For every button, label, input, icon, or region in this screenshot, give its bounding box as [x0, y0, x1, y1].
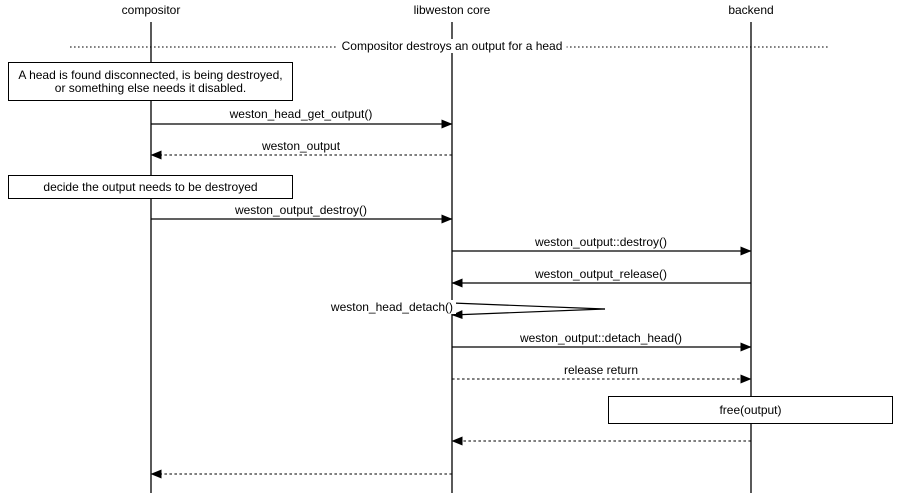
message-label-release-return: release return — [560, 363, 642, 377]
note-decide-destroy-text: decide the output needs to be destroyed — [43, 179, 258, 194]
message-label-weston-head-detach: weston_head_detach() — [292, 300, 456, 314]
message-arrows — [150, 119, 752, 479]
actor-label-compositor: compositor — [121, 3, 181, 17]
note-free-output: free(output) — [608, 396, 893, 424]
actor-label-backend: backend — [728, 3, 774, 17]
message-label-weston-output-destroy: weston_output_destroy() — [231, 203, 371, 217]
actor-label-libweston-core: libweston core — [413, 3, 491, 17]
message-label-weston-output-detach-head: weston_output::detach_head() — [516, 331, 686, 345]
message-label-weston-output-destroy-vfunc: weston_output::destroy() — [531, 235, 671, 249]
separator-title: Compositor destroys an output for a head — [337, 39, 567, 53]
note-head-disconnected-text: A head is found disconnected, is being d… — [18, 67, 283, 95]
arrow-weston-head-detach-self — [451, 302, 606, 320]
note-head-disconnected: A head is found disconnected, is being d… — [8, 62, 293, 101]
note-free-output-text: free(output) — [719, 402, 782, 417]
message-label-weston-output-return: weston_output — [258, 139, 344, 153]
message-label-weston-head-get-output: weston_head_get_output() — [226, 107, 376, 121]
message-label-weston-output-release: weston_output_release() — [531, 267, 671, 281]
note-decide-destroy: decide the output needs to be destroyed — [8, 175, 293, 199]
